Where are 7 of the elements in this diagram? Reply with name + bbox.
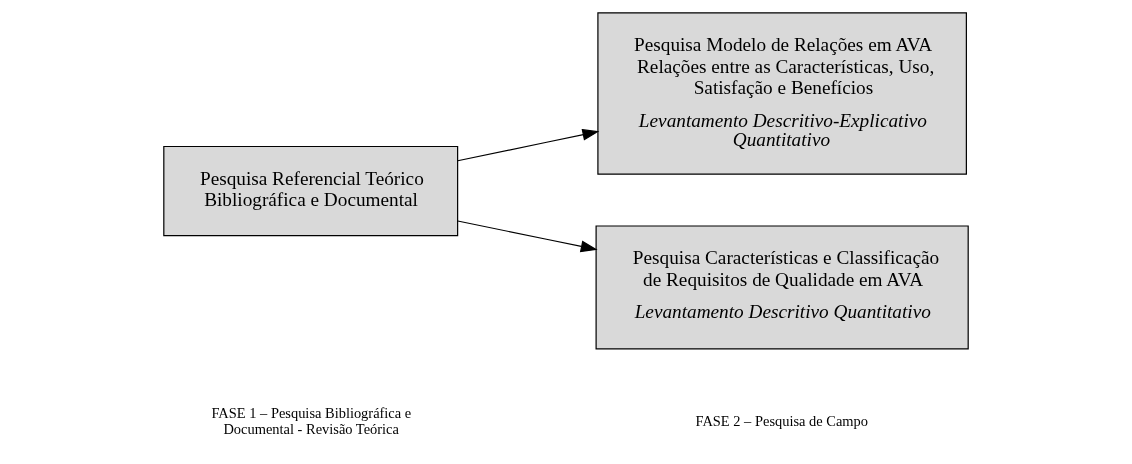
label: FASE 1 – Pesquisa Bibliográfica e Documental - Revisão Teórica — [211, 405, 412, 437]
arrow — [457, 128, 600, 162]
node-box: Pesquisa Modelo de Relações em AVA Relações entre as Características, Uso, Satisfação e Benefícios Levantamento Descritivo-Explicativo Quantitativo — [597, 12, 967, 175]
label: FASE 2 – Pesquisa de Campo — [695, 412, 869, 429]
node-box: Pesquisa Características e Classificação de Requisitos de Qualidade em AVA Levantamento Descritivo Quantitativo — [595, 225, 969, 350]
arrow — [457, 220, 598, 253]
node-box: Pesquisa Referencial Teórico Bibliográfica e Documental — [163, 145, 459, 237]
